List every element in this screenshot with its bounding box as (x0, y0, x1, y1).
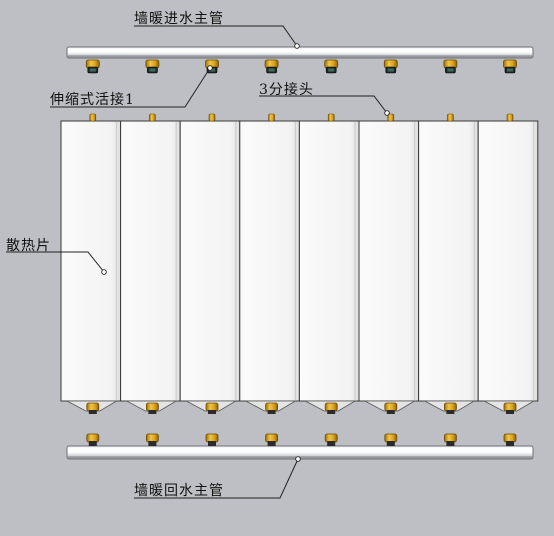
radiator-panel (179, 120, 241, 412)
return-main-pipe (66, 445, 534, 460)
return-fitting (205, 433, 219, 446)
radiator-panel (477, 120, 539, 412)
panel-top-fitting (89, 113, 97, 122)
return-fitting (503, 433, 517, 446)
leader-radiator-fin (6, 251, 107, 275)
panel-bottom-fitting (443, 402, 457, 414)
return-fitting (384, 433, 398, 446)
label-return-pipe: 墙暖回水主管 (134, 483, 224, 499)
label-radiator-fin: 散热片 (6, 238, 51, 254)
radiator-panel (298, 120, 360, 412)
panel-bottom-fitting (324, 402, 338, 414)
panel-top-fitting (506, 113, 514, 122)
leader-supply-pipe (134, 25, 300, 49)
leader-return-pipe (134, 456, 301, 499)
return-fitting (443, 433, 457, 446)
panel-bottom-fitting (145, 402, 159, 414)
panel-bottom-fitting (265, 402, 279, 414)
panel-top-fitting (268, 113, 275, 122)
panel-top-fitting (149, 113, 156, 122)
return-fitting (324, 433, 338, 446)
panel-top-fitting (447, 113, 454, 122)
radiator-panel (60, 120, 122, 412)
panel-top-fitting (327, 113, 335, 122)
label-fitting: 3分接头 (259, 82, 314, 98)
panel-bottom-fitting (205, 402, 219, 414)
leader-telescopic-joint (50, 65, 213, 108)
return-fitting (145, 433, 159, 446)
telescopic-joint (85, 59, 100, 74)
radiator-panel (120, 120, 181, 412)
label-telescopic-joint: 伸缩式活接1 (50, 92, 135, 108)
panel-bottom-fitting (86, 402, 100, 414)
radiator-panel (418, 120, 479, 412)
panel-top-fitting (387, 113, 395, 122)
panel-bottom-fitting (384, 402, 398, 414)
telescopic-joint (383, 59, 398, 74)
supply-main-pipe (66, 46, 534, 59)
panel-bottom-fitting (503, 402, 517, 414)
return-fitting (86, 433, 100, 446)
label-supply-pipe: 墙暖进水主管 (134, 11, 224, 27)
radiator-panel (239, 120, 300, 412)
telescopic-joint (264, 59, 279, 74)
leader-fitting (259, 95, 390, 116)
radiator-panel (358, 120, 420, 412)
telescopic-joint (324, 59, 339, 74)
telescopic-joint (443, 59, 458, 74)
telescopic-joint (503, 59, 517, 74)
return-fitting (265, 433, 279, 446)
telescopic-joint (145, 59, 160, 74)
panel-top-fitting (208, 113, 216, 122)
